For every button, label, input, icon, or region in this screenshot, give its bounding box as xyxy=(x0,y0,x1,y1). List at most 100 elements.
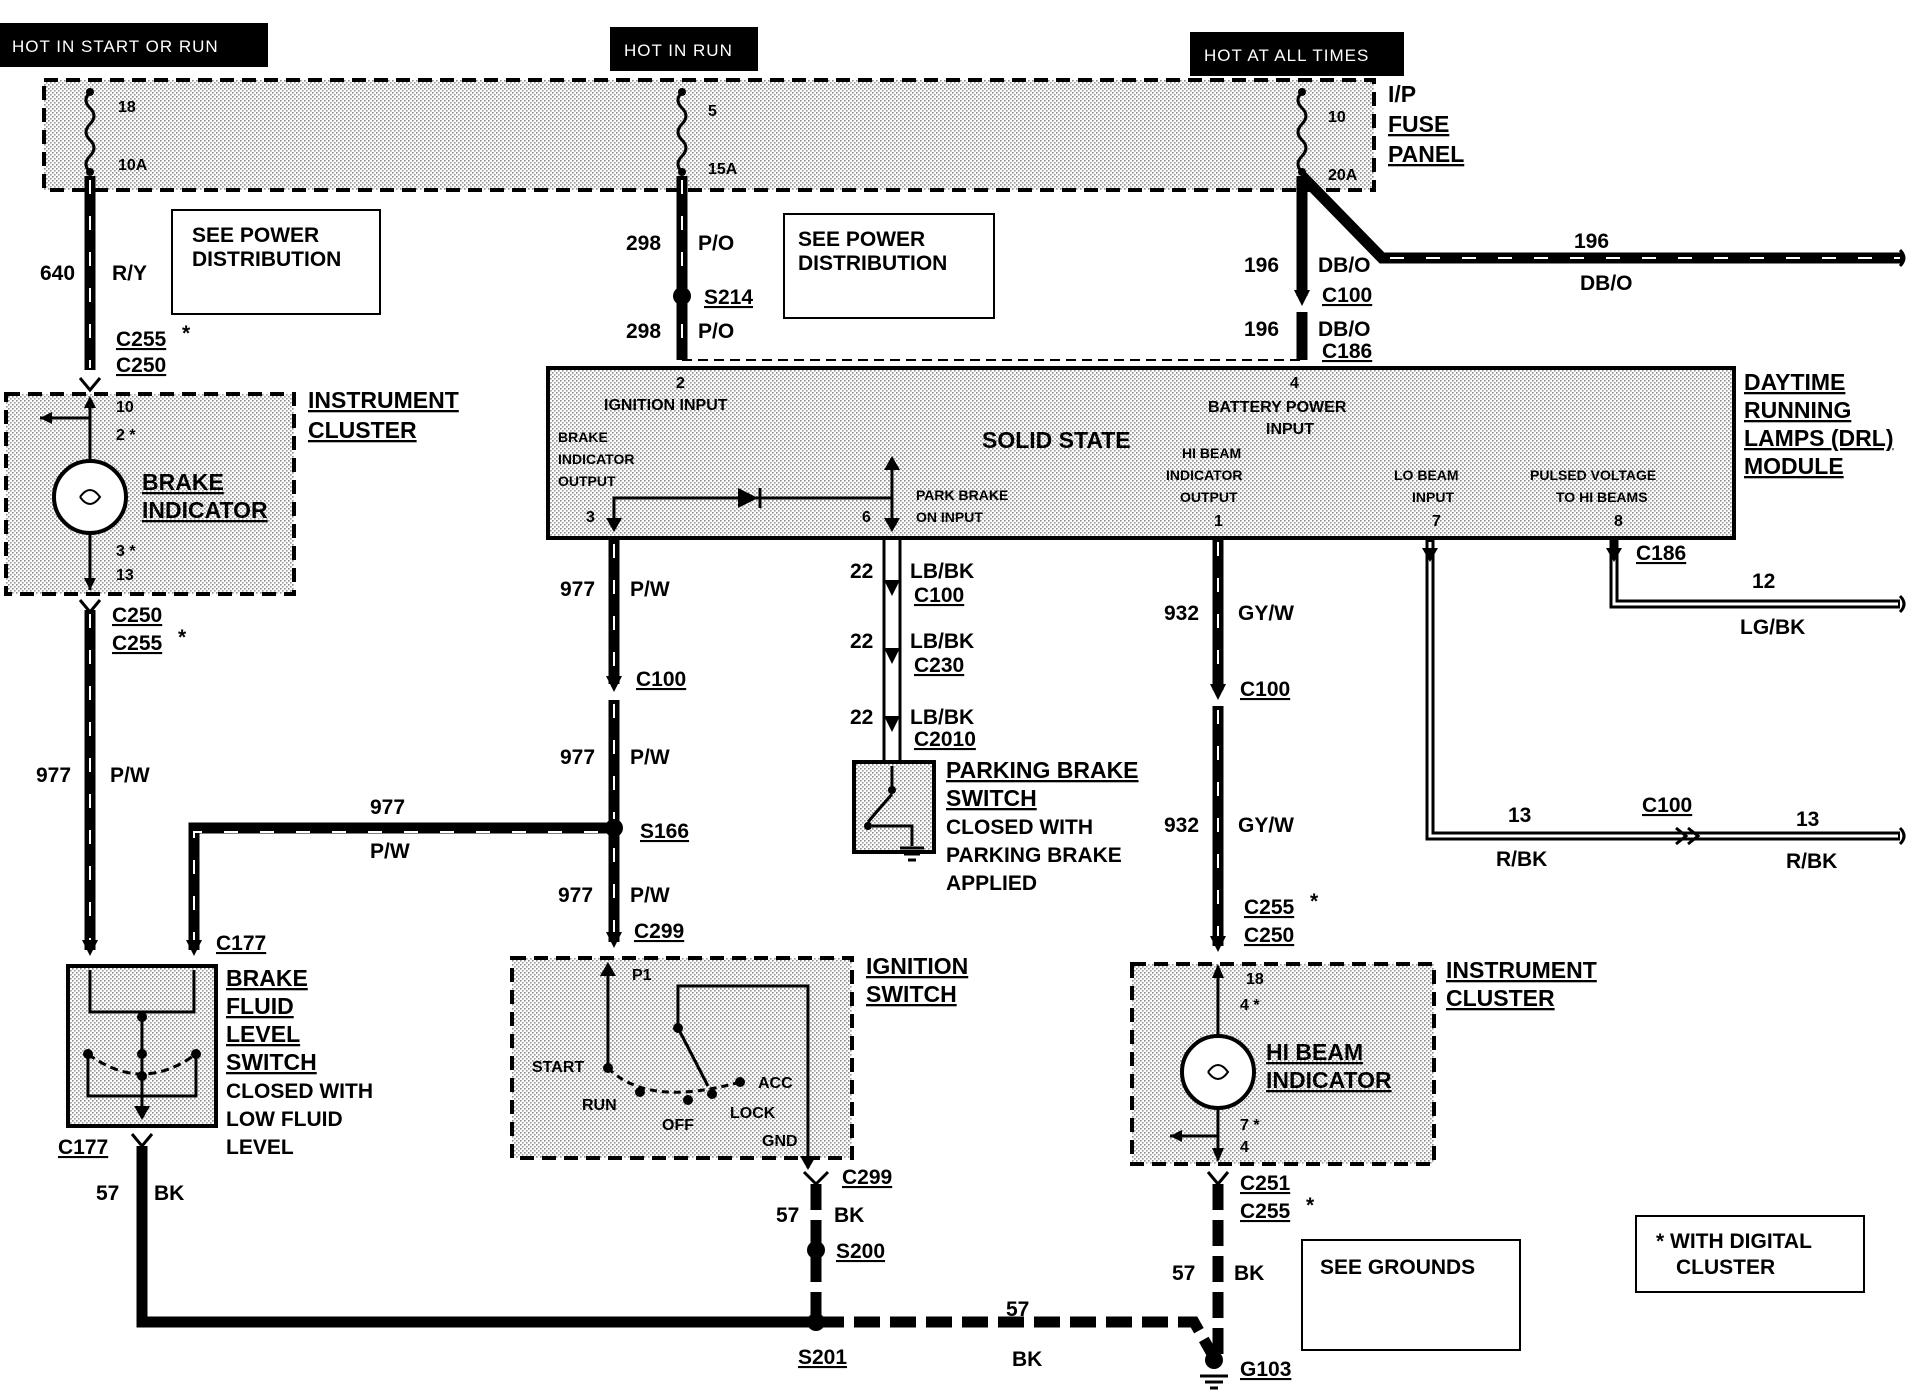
connector-c2010: C2010 xyxy=(914,728,976,751)
fuse-18: 18 10A xyxy=(84,88,148,176)
connector-c250-a: C250 xyxy=(116,354,166,377)
wire-977-b-num: 977 xyxy=(560,746,595,769)
connector-c299-b: C299 xyxy=(842,1166,892,1189)
parking-brake-desc-2: PARKING BRAKE xyxy=(946,844,1122,867)
note-digital-2: CLUSTER xyxy=(1676,1256,1775,1279)
wire-977-middle: 977 P/W 977 P/W 977 P/W xyxy=(558,538,670,948)
drl-hi-beam-2: INDICATOR xyxy=(1166,467,1242,483)
cluster-left-title-1: INSTRUMENT xyxy=(308,387,459,413)
wire-57-middle-num: 57 xyxy=(776,1204,799,1227)
wire-196-r-color: DB/O xyxy=(1580,272,1633,295)
parking-brake-switch-box xyxy=(852,760,936,854)
wire-196: 196 DB/O 196 DB/O 196 DB/O xyxy=(1244,172,1904,360)
drl-pulsed-2: TO HI BEAMS xyxy=(1556,489,1648,505)
header-run-text: HOT IN RUN xyxy=(624,41,733,60)
note-see-grounds: SEE GROUNDS xyxy=(1301,1239,1521,1351)
ignition-off: OFF xyxy=(662,1117,694,1134)
drl-pin-7: 7 xyxy=(1432,513,1441,530)
connector-c255-b: C255 xyxy=(112,632,163,655)
brake-fluid-desc-2: LOW FLUID xyxy=(226,1108,343,1131)
hi-beam-indicator-lamp xyxy=(1170,964,1256,1162)
brake-indicator-lamp xyxy=(40,396,128,590)
connector-c100-b: C100 xyxy=(636,668,686,691)
parking-brake-switch-symbol xyxy=(864,766,924,862)
drl-lo-beam-1: LO BEAM xyxy=(1394,467,1459,483)
splice-s166: S166 xyxy=(640,820,689,843)
brake-fluid-switch-symbol xyxy=(83,970,201,1120)
wire-57-right: 57 BK xyxy=(1172,1184,1264,1354)
note-see-power-2: SEE POWER DISTRIBUTION xyxy=(783,213,995,319)
brake-fluid-title-3: LEVEL xyxy=(226,1021,300,1047)
connector-c186-b: C186 xyxy=(1636,542,1686,565)
fuse-panel-title-2: FUSE xyxy=(1388,111,1449,137)
ignition-switch-symbol xyxy=(600,962,816,1170)
wire-196-r-num: 196 xyxy=(1574,230,1609,253)
wire-57-ground-run: 57 BK xyxy=(818,1298,1217,1371)
splice-s201: S201 xyxy=(798,1346,847,1369)
ignition-run: RUN xyxy=(582,1097,617,1114)
connector-c251: C251 xyxy=(1240,1172,1291,1195)
drl-pulsed-1: PULSED VOLTAGE xyxy=(1530,467,1656,483)
ignition-start: START xyxy=(532,1059,584,1076)
wire-977-h-num: 977 xyxy=(370,796,405,819)
ignition-acc: ACC xyxy=(758,1075,793,1092)
wire-13-a-color: R/BK xyxy=(1496,848,1547,871)
header-start-run-text: HOT IN START OR RUN xyxy=(12,37,219,56)
cluster-right-title-1: INSTRUMENT xyxy=(1446,957,1597,983)
wire-977-left: 977 P/W xyxy=(36,610,150,956)
connector-arrow xyxy=(130,1133,154,1149)
cluster-left-pin-3: 3 * xyxy=(116,543,136,560)
drl-module-box xyxy=(546,366,1736,540)
drl-brake-out-2: INDICATOR xyxy=(558,451,634,467)
wire-22-a-color: LB/BK xyxy=(910,560,974,583)
wire-57-left-num: 57 xyxy=(96,1182,119,1205)
wire-977-a-num: 977 xyxy=(560,578,595,601)
wire-977-b-color: P/W xyxy=(630,746,670,769)
wire-22-c-color: LB/BK xyxy=(910,706,974,729)
connector-c230: C230 xyxy=(914,654,964,677)
note-see-power-2-line1: SEE POWER xyxy=(798,228,925,251)
brake-fluid-desc-3: LEVEL xyxy=(226,1136,294,1159)
cluster-right-pin-18: 18 xyxy=(1246,971,1264,988)
ignition-gnd: GND xyxy=(762,1133,798,1150)
ground-g103-symbol xyxy=(1200,1351,1228,1390)
wire-932-a-color: GY/W xyxy=(1238,602,1294,625)
fuse-panel-box xyxy=(42,78,1376,192)
ignition-title-1: IGNITION xyxy=(866,953,968,979)
note-see-power-2-line2: DISTRIBUTION xyxy=(798,252,947,275)
wire-932-b-color: GY/W xyxy=(1238,814,1294,837)
note-see-grounds-text: SEE GROUNDS xyxy=(1320,1256,1475,1279)
wire-640-num: 640 xyxy=(40,262,75,285)
brake-indicator-label-2: INDICATOR xyxy=(142,497,268,523)
fuse-18-amps: 10A xyxy=(118,157,148,174)
wire-13: 13 R/BK 13 R/BK xyxy=(1422,538,1900,873)
wire-932-b-num: 932 xyxy=(1164,814,1199,837)
wire-22: 22 LB/BK 22 LB/BK 22 LB/BK xyxy=(850,538,974,764)
drl-pin-1: 1 xyxy=(1214,513,1223,530)
header-all-times-text: HOT AT ALL TIMES xyxy=(1204,46,1369,65)
splice-s200: S200 xyxy=(836,1240,885,1263)
brake-fluid-desc-1: CLOSED WITH xyxy=(226,1080,373,1103)
drl-pin-6: 6 xyxy=(862,509,871,526)
drl-lo-beam-2: INPUT xyxy=(1412,489,1454,505)
drl-battery-2: INPUT xyxy=(1266,421,1314,438)
wire-196-b-num: 196 xyxy=(1244,318,1279,341)
drl-title-3: LAMPS (DRL) xyxy=(1744,425,1893,451)
wire-22-b-color: LB/BK xyxy=(910,630,974,653)
drl-hi-beam-1: HI BEAM xyxy=(1182,445,1241,461)
wire-977-h-color: P/W xyxy=(370,840,410,863)
connector-c255-c: C255 xyxy=(1244,896,1295,919)
wire-12-color: LG/BK xyxy=(1740,616,1805,639)
drl-battery-1: BATTERY POWER xyxy=(1208,399,1347,416)
connector-c299-a: C299 xyxy=(634,920,684,943)
hi-beam-label-2: INDICATOR xyxy=(1266,1067,1392,1093)
drl-park-brake-1: PARK BRAKE xyxy=(916,487,1008,503)
cluster-right-pin-4a: 4 * xyxy=(1240,997,1260,1014)
wire-12: 12 LG/BK xyxy=(1606,538,1900,639)
parking-brake-desc-3: APPLIED xyxy=(946,872,1037,895)
brake-fluid-title-2: FLUID xyxy=(226,993,294,1019)
connector-c250-c: C250 xyxy=(1244,924,1294,947)
connector-c186-a: C186 xyxy=(1322,340,1372,363)
connector-c250-b: C250 xyxy=(112,604,162,627)
drl-pin-2: 2 xyxy=(676,375,685,392)
